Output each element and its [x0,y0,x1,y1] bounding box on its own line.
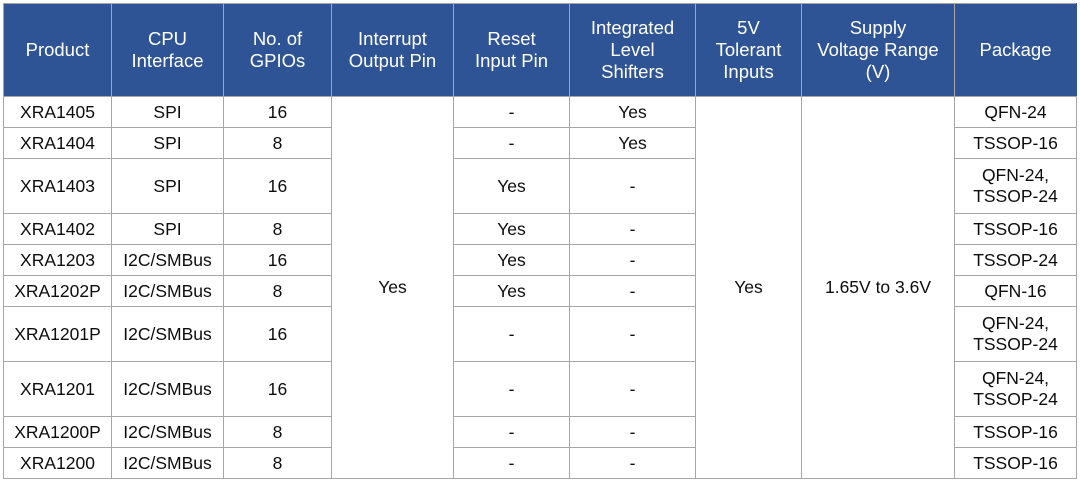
cell-integrated-level-shifters: - [569,361,696,417]
cell-reset-input-pin: - [453,416,570,448]
cell-product: XRA1200 [3,447,112,479]
cell-no-of-gpios: 16 [223,306,332,362]
column-header-product: Product [3,3,112,97]
cell-no-of-gpios: 16 [223,96,332,128]
cell-integrated-level-shifters: - [569,447,696,479]
cell-5v-tolerant-inputs: Yes [695,96,802,479]
cell-cpu-interface: I2C/SMBus [111,361,224,417]
cell-reset-input-pin: Yes [453,244,570,276]
cell-reset-input-pin: - [453,96,570,128]
cell-integrated-level-shifters: - [569,416,696,448]
cell-no-of-gpios: 8 [223,447,332,479]
cell-reset-input-pin: - [453,447,570,479]
cell-reset-input-pin: Yes [453,158,570,214]
cell-cpu-interface: I2C/SMBus [111,275,224,307]
cell-no-of-gpios: 8 [223,127,332,159]
cell-package: QFN-24 [954,96,1077,128]
cell-package: QFN-16 [954,275,1077,307]
cell-product: XRA1201 [3,361,112,417]
cell-package: TSSOP-24 [954,244,1077,276]
cell-reset-input-pin: - [453,127,570,159]
cell-product: XRA1201P [3,306,112,362]
cell-product: XRA1200P [3,416,112,448]
cell-cpu-interface: I2C/SMBus [111,447,224,479]
cell-package: TSSOP-16 [954,416,1077,448]
cell-package: QFN-24,TSSOP-24 [954,306,1077,362]
cell-integrated-level-shifters: - [569,306,696,362]
cell-cpu-interface: SPI [111,96,224,128]
cell-no-of-gpios: 16 [223,244,332,276]
cell-product: XRA1403 [3,158,112,214]
cell-cpu-interface: I2C/SMBus [111,306,224,362]
cell-product: XRA1202P [3,275,112,307]
cell-integrated-level-shifters: Yes [569,96,696,128]
cell-package: TSSOP-16 [954,213,1077,245]
cell-reset-input-pin: Yes [453,275,570,307]
cell-product: XRA1402 [3,213,112,245]
cell-reset-input-pin: - [453,361,570,417]
cell-package: TSSOP-16 [954,127,1077,159]
cell-cpu-interface: SPI [111,127,224,159]
cell-package: QFN-24,TSSOP-24 [954,361,1077,417]
cell-integrated-level-shifters: - [569,244,696,276]
cell-cpu-interface: SPI [111,158,224,214]
cell-cpu-interface: I2C/SMBus [111,244,224,276]
cell-reset-input-pin: Yes [453,213,570,245]
cell-reset-input-pin: - [453,306,570,362]
cell-integrated-level-shifters: - [569,213,696,245]
cell-integrated-level-shifters: - [569,158,696,214]
cell-product: XRA1203 [3,244,112,276]
cell-package: QFN-24,TSSOP-24 [954,158,1077,214]
cell-no-of-gpios: 8 [223,416,332,448]
cell-no-of-gpios: 16 [223,158,332,214]
cell-product: XRA1404 [3,127,112,159]
cell-no-of-gpios: 8 [223,275,332,307]
cell-no-of-gpios: 8 [223,213,332,245]
cell-product: XRA1405 [3,96,112,128]
cell-no-of-gpios: 16 [223,361,332,417]
cell-supply-voltage-range: 1.65V to 3.6V [801,96,955,479]
cell-integrated-level-shifters: - [569,275,696,307]
cell-integrated-level-shifters: Yes [569,127,696,159]
cell-interrupt-output-pin: Yes [331,96,454,479]
column-header-package: Package [954,3,1077,97]
cell-package: TSSOP-16 [954,447,1077,479]
cell-cpu-interface: SPI [111,213,224,245]
cell-cpu-interface: I2C/SMBus [111,416,224,448]
